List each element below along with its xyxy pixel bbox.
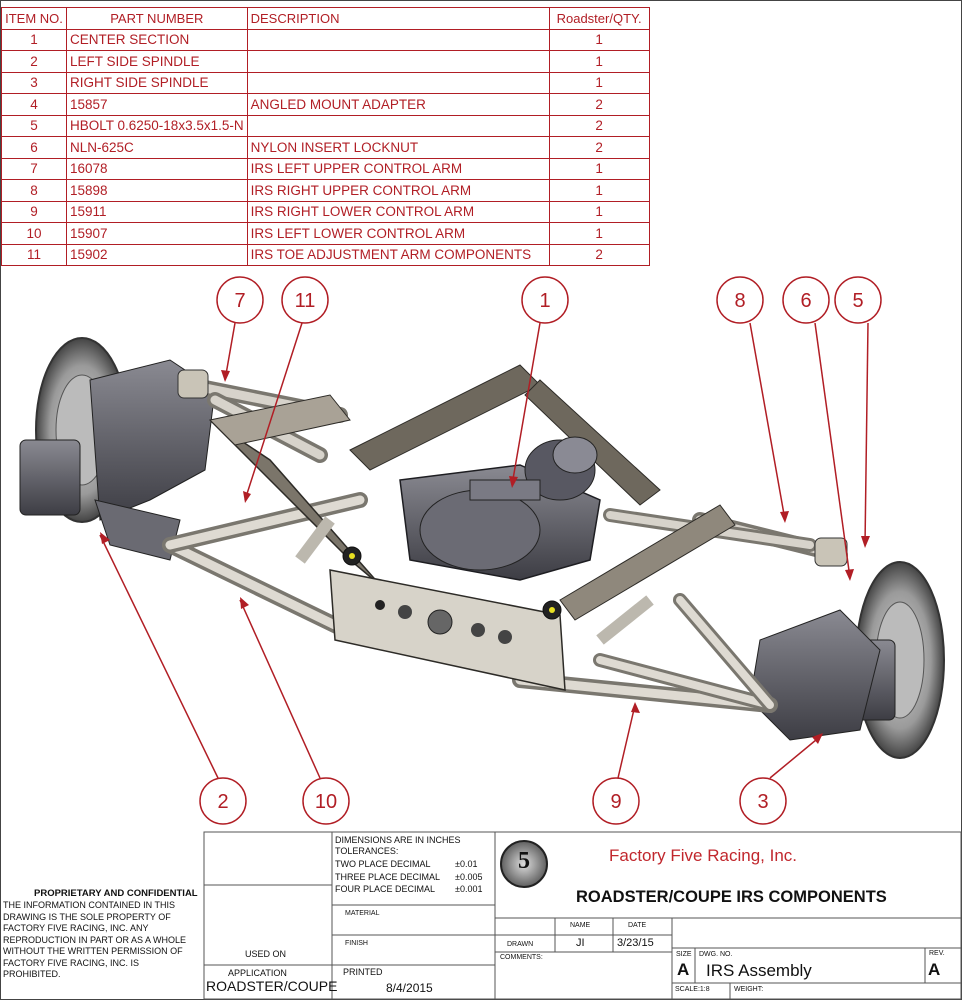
bill-of-materials-table: ITEM NO. PART NUMBER DESCRIPTION Roadste…: [1, 7, 650, 266]
tolerance-four-place-value: ±0.001: [455, 884, 483, 894]
bom-item-no: 2: [1, 50, 67, 73]
balloon-6: 6: [782, 276, 830, 324]
balloon-1: 1: [521, 276, 569, 324]
date-column-header: DATE: [628, 922, 647, 929]
right-spindle-part: [749, 561, 945, 759]
bom-description: IRS TOE ADJUSTMENT ARM COMPONENTS: [246, 243, 550, 266]
svg-text:3: 3: [757, 791, 768, 813]
proprietary-line: WITHOUT THE WRITTEN PERMISSION OF: [3, 946, 183, 956]
balloon-8: 8: [716, 276, 764, 324]
revision: A: [928, 960, 941, 979]
tolerance-two-place: TWO PLACE DECIMAL: [335, 859, 431, 869]
bom-description: IRS LEFT UPPER CONTROL ARM: [246, 157, 550, 180]
differential-housing: [399, 436, 601, 581]
balloon-7: 7: [216, 276, 264, 324]
drawing-title: ROADSTER/COUPE IRS COMPONENTS: [576, 888, 887, 906]
leader-arrowheads: [100, 370, 870, 744]
svg-text:8: 8: [734, 290, 745, 312]
left-spindle-part: [19, 337, 216, 561]
name-column-header: NAME: [570, 922, 591, 929]
factory-five-logo: 5: [500, 840, 548, 888]
balloon-2: 2: [199, 777, 247, 825]
bom-quantity: 1: [548, 50, 650, 73]
svg-text:6: 6: [800, 290, 811, 312]
proprietary-line: PROHIBITED.: [3, 969, 61, 979]
center-section-part: [208, 364, 736, 691]
material-label: MATERIAL: [345, 910, 380, 917]
svg-text:10: 10: [315, 791, 337, 813]
bom-item-no: 3: [1, 71, 67, 94]
proprietary-line: REPRODUCTION IN PART OR AS A WHOLE: [3, 934, 187, 945]
svg-text:7: 7: [234, 290, 245, 312]
bom-part-number: 15911: [66, 200, 248, 223]
used-on-label: USED ON: [245, 949, 287, 959]
company-name: Factory Five Racing, Inc.: [609, 846, 798, 865]
dwg-no-label: DWG. NO.: [699, 951, 733, 958]
svg-text:2: 2: [217, 791, 228, 813]
svg-text:5: 5: [852, 290, 863, 312]
svg-text:1: 1: [539, 290, 550, 312]
tolerance-three-place: THREE PLACE DECIMAL: [335, 872, 441, 882]
bom-part-number: LEFT SIDE SPINDLE: [66, 50, 248, 73]
lower-control-arm-left: [162, 492, 368, 638]
tolerances-label: TOLERANCES:: [335, 846, 399, 856]
leader-lines: [99, 322, 869, 779]
svg-text:11: 11: [295, 290, 316, 312]
printed-label: PRINTED: [343, 967, 383, 977]
title-block-grid: [203, 831, 962, 1000]
bom-item-no: 10: [1, 222, 67, 245]
bom-part-number: 15857: [66, 93, 248, 116]
scale: SCALE:1:8: [675, 986, 710, 993]
tolerance-three-place-value: ±0.005: [455, 872, 483, 882]
balloon-9: 9: [592, 777, 640, 825]
proprietary-title: PROPRIETARY AND CONFIDENTIAL: [34, 888, 198, 899]
application-value: ROADSTER/COUPE: [206, 978, 338, 994]
proprietary-line: DRAWING IS THE SOLE PROPERTY OF: [3, 911, 171, 922]
balloon-3: 3: [739, 777, 787, 825]
bom-quantity: 2: [548, 93, 650, 116]
proprietary-line: THE INFORMATION CONTAINED IN THIS: [3, 900, 176, 910]
drawing-number: IRS Assembly: [706, 961, 812, 980]
dimensions-note: DIMENSIONS ARE IN INCHES: [335, 835, 461, 845]
drawn-name: JI: [576, 937, 585, 949]
bom-description: NYLON INSERT LOCKNUT: [246, 136, 550, 159]
drawn-date: 3/23/15: [617, 937, 654, 949]
proprietary-line: FACTORY FIVE RACING, INC. IS: [3, 957, 140, 968]
balloon-10: 10: [302, 777, 350, 825]
bom-quantity: 2: [548, 243, 650, 266]
revision-label: REV.: [929, 950, 945, 957]
tolerance-two-place-value: ±0.01: [455, 859, 478, 869]
proprietary-line: FACTORY FIVE RACING, INC. ANY: [3, 923, 149, 933]
drawn-label: DRAWN: [507, 941, 534, 948]
tolerance-four-place: FOUR PLACE DECIMAL: [335, 884, 436, 894]
bom-description: IRS LEFT LOWER CONTROL ARM: [246, 222, 550, 245]
bom-item-no: 4: [1, 93, 67, 116]
bom-part-number: RIGHT SIDE SPINDLE: [66, 71, 248, 94]
bom-quantity: 1: [548, 71, 650, 94]
bom-header-item: ITEM NO.: [1, 7, 67, 30]
sheet-size: A: [677, 960, 690, 979]
balloon-5: 5: [834, 276, 882, 324]
bom-part-number: 15902: [66, 243, 248, 266]
bom-item-no: 11: [1, 243, 67, 266]
size-label: SIZE: [676, 951, 692, 958]
comments-label: COMMENTS:: [500, 954, 543, 961]
printed-date: 8/4/2015: [386, 981, 433, 995]
balloon-11: 11: [281, 276, 329, 324]
finish-label: FINISH: [345, 940, 368, 947]
logo-number: 5: [518, 848, 530, 874]
application-label: APPLICATION: [228, 968, 287, 978]
weight-label: WEIGHT:: [734, 986, 764, 993]
svg-text:9: 9: [610, 791, 621, 813]
